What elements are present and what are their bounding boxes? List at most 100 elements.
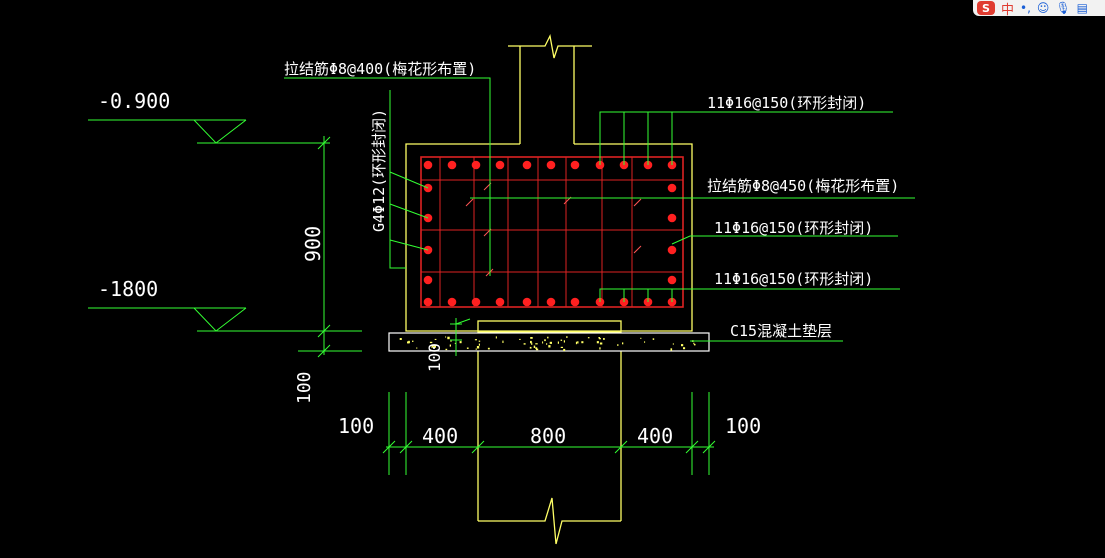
right-bars-mid-label: 11Φ16@150(环形封闭): [714, 219, 873, 237]
dim-width-400-left-label: 400: [422, 424, 458, 448]
cushion-dot: [478, 340, 481, 342]
tie-mark: [633, 245, 642, 254]
cushion-dot: [466, 347, 469, 349]
labels: -0.900 -1800 拉结筋Φ8@400(梅花形布置) G4Φ12(环形封闭…: [98, 60, 899, 448]
top-rebar-dot: [423, 160, 433, 170]
bottom-rebar-dot: [423, 297, 433, 307]
cushion-dot: [587, 337, 590, 339]
vertical-dim-tick: [317, 344, 331, 358]
cushion-dot: [412, 340, 414, 342]
cushion-dot: [416, 347, 418, 349]
dim-cushion-100-label: 100: [425, 343, 444, 372]
cushion-dot: [548, 345, 551, 348]
cushion-hatch-dots: [399, 336, 696, 352]
bottom-rebar-dot: [546, 297, 556, 307]
cushion-dot: [581, 341, 584, 344]
cushion-dot: [431, 346, 434, 348]
cushion-dot: [683, 347, 686, 350]
cushion-dot: [557, 341, 559, 344]
dim-900-label: 900: [301, 226, 325, 262]
cushion-dot: [535, 348, 539, 351]
leader-side-bar-2: [389, 203, 429, 219]
cushion-dot: [603, 338, 605, 340]
beam-bottom-step: [477, 320, 622, 333]
keyboard-icon[interactable]: ▤: [1076, 1, 1089, 15]
cushion-dot: [652, 338, 655, 340]
stirrup-vertical-lines: [439, 157, 633, 307]
cushion-dot: [476, 346, 480, 349]
smiley-icon[interactable]: ☺: [1036, 1, 1050, 15]
cushion-dot: [596, 341, 599, 344]
sogou-logo-icon[interactable]: S: [977, 1, 995, 15]
lower-break-line: [478, 497, 621, 545]
column-top-break-line: [508, 33, 592, 59]
dim-tick: [382, 440, 396, 454]
tie-mark: [633, 198, 642, 207]
ime-language-toggle[interactable]: 中: [1001, 2, 1015, 18]
cushion-dot: [445, 336, 447, 338]
cushion-label: C15混凝土垫层: [730, 322, 832, 340]
cushion-dot: [429, 341, 433, 344]
outer-stirrup: [420, 156, 684, 308]
cushion-dot: [693, 342, 695, 345]
microphone-icon[interactable]: 🎙: [1055, 1, 1071, 15]
cushion-dot: [434, 338, 437, 340]
cushion-dot: [407, 341, 409, 344]
cushion-dot: [563, 348, 566, 352]
cushion-dot: [529, 346, 532, 349]
top-rebar-dot: [570, 160, 580, 170]
dim-width-800-label: 800: [530, 424, 566, 448]
bottom-rebar-dot: [495, 297, 505, 307]
top-main-bars-label: 11Φ16@150(环形封闭): [707, 94, 866, 112]
leader-lines: [284, 77, 915, 342]
cushion-dot: [598, 337, 601, 339]
cushion-dot: [566, 336, 568, 338]
elevation-top-triangle: [193, 119, 247, 144]
elevation-top-label: -0.900: [98, 89, 170, 113]
cushion-dot: [531, 342, 533, 345]
leader-side-bar-3: [389, 239, 429, 251]
cushion-dot: [622, 342, 624, 345]
tie-bar-top-label: 拉结筋Φ8@400(梅花形布置): [284, 60, 476, 78]
top-rebar-dot: [471, 160, 481, 170]
right-side-rebar-dot: [667, 245, 677, 255]
tie-bar-mid-label: 拉结筋Φ8@450(梅花形布置): [707, 177, 899, 195]
bottom-rebar-dot: [447, 297, 457, 307]
rebar-dots: [423, 160, 677, 307]
dim-width-400-right-label: 400: [637, 424, 673, 448]
cushion-dot: [640, 337, 642, 339]
top-rebar-dot: [546, 160, 556, 170]
cushion-dot: [549, 341, 552, 344]
dim-tick: [702, 440, 716, 454]
cushion-dot: [535, 347, 538, 349]
bottom-rebar-dot: [522, 297, 532, 307]
cushion-dot: [672, 343, 674, 345]
leader-side-bar-1: [389, 171, 429, 189]
vertical-dim-tick: [317, 324, 331, 338]
cushion-dot: [519, 338, 521, 340]
bottom-main-bars-label: 11Φ16@150(环形封闭): [714, 270, 873, 288]
ime-punctuation-toggle[interactable]: •,: [1020, 1, 1031, 15]
dim-100-left-label: 100: [294, 371, 315, 404]
cushion-dot: [535, 343, 538, 345]
dim-tick: [399, 440, 413, 454]
bottom-rebar-dot: [471, 297, 481, 307]
cushion-dot: [432, 345, 435, 347]
cushion-dot: [530, 337, 533, 339]
left-side-rebar-dot: [423, 275, 433, 285]
cushion-dot: [533, 345, 536, 348]
dim-width-100-left-label: 100: [338, 414, 374, 438]
elevation-bottom-triangle: [193, 307, 247, 332]
cushion-dot: [399, 338, 402, 340]
top-rebar-dot: [447, 160, 457, 170]
ime-toolbar[interactable]: S 中 •, ☺ 🎙 ▤: [973, 0, 1105, 18]
cushion-dot: [487, 347, 490, 350]
cushion-dot: [681, 344, 684, 347]
cushion-dot: [459, 341, 462, 344]
stirrup-grid: [420, 156, 684, 308]
right-side-rebar-dot: [667, 213, 677, 223]
tie-bar-marks: [465, 182, 642, 277]
cushion-dot: [560, 339, 563, 341]
